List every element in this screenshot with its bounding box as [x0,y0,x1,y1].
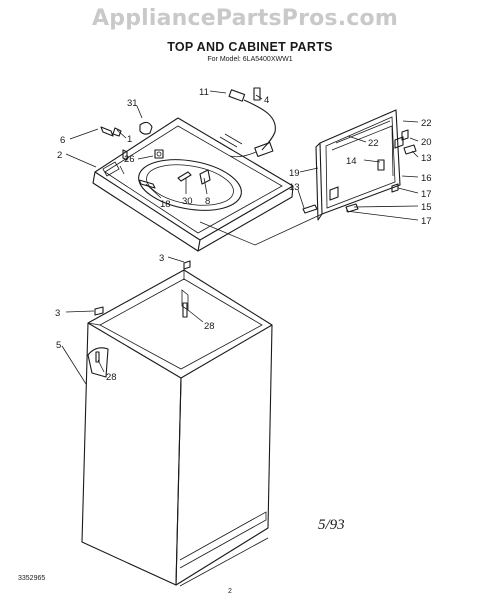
callout-22-top: 22 [421,118,432,129]
callout-3-lower: 3 [55,308,60,319]
callout-17-upper: 17 [421,189,432,200]
callout-4: 4 [264,95,269,106]
callout-8: 8 [205,196,210,207]
callout-15: 15 [421,202,432,213]
diagram-subtitle: For Model: 6LA5400XWW1 [207,56,293,63]
callout-28-lower: 28 [106,372,117,383]
wire-harness [228,89,276,158]
cabinet-assembly [81,260,273,587]
callout-2: 2 [57,150,62,161]
callout-11: 11 [199,87,209,98]
lid-assembly [302,109,417,221]
callout-6: 6 [60,135,65,146]
callout-17-lower: 17 [421,216,432,227]
callout-31: 31 [127,98,138,109]
page-number: 2 [228,588,232,595]
top-panel-assembly [92,117,294,252]
callout-22-inner: 22 [368,138,379,149]
top-hardware [100,87,261,189]
callout-13-right: 13 [421,153,432,164]
callout-13-left: 13 [289,182,300,193]
callout-26: 26 [124,154,135,165]
callout-3-upper: 3 [159,253,164,264]
callout-18: 18 [160,199,171,210]
callout-14: 14 [346,156,357,167]
document-number: 3352965 [18,575,46,582]
callout-5: 5 [56,340,61,351]
revision-date: 5/93 [318,517,345,533]
callout-leaders [61,90,419,385]
watermark-text: AppliancePartsPros.com [92,6,398,31]
diagram-title: TOP AND CABINET PARTS [167,40,333,54]
callout-20: 20 [421,137,432,148]
callout-16: 16 [421,173,432,184]
callout-labels: 11 4 31 1 6 2 26 30 8 18 22 22 20 14 13 … [55,87,432,383]
callout-28-upper: 28 [204,321,215,332]
callout-1: 1 [127,134,132,145]
callout-30: 30 [182,196,193,207]
callout-19: 19 [289,168,300,179]
